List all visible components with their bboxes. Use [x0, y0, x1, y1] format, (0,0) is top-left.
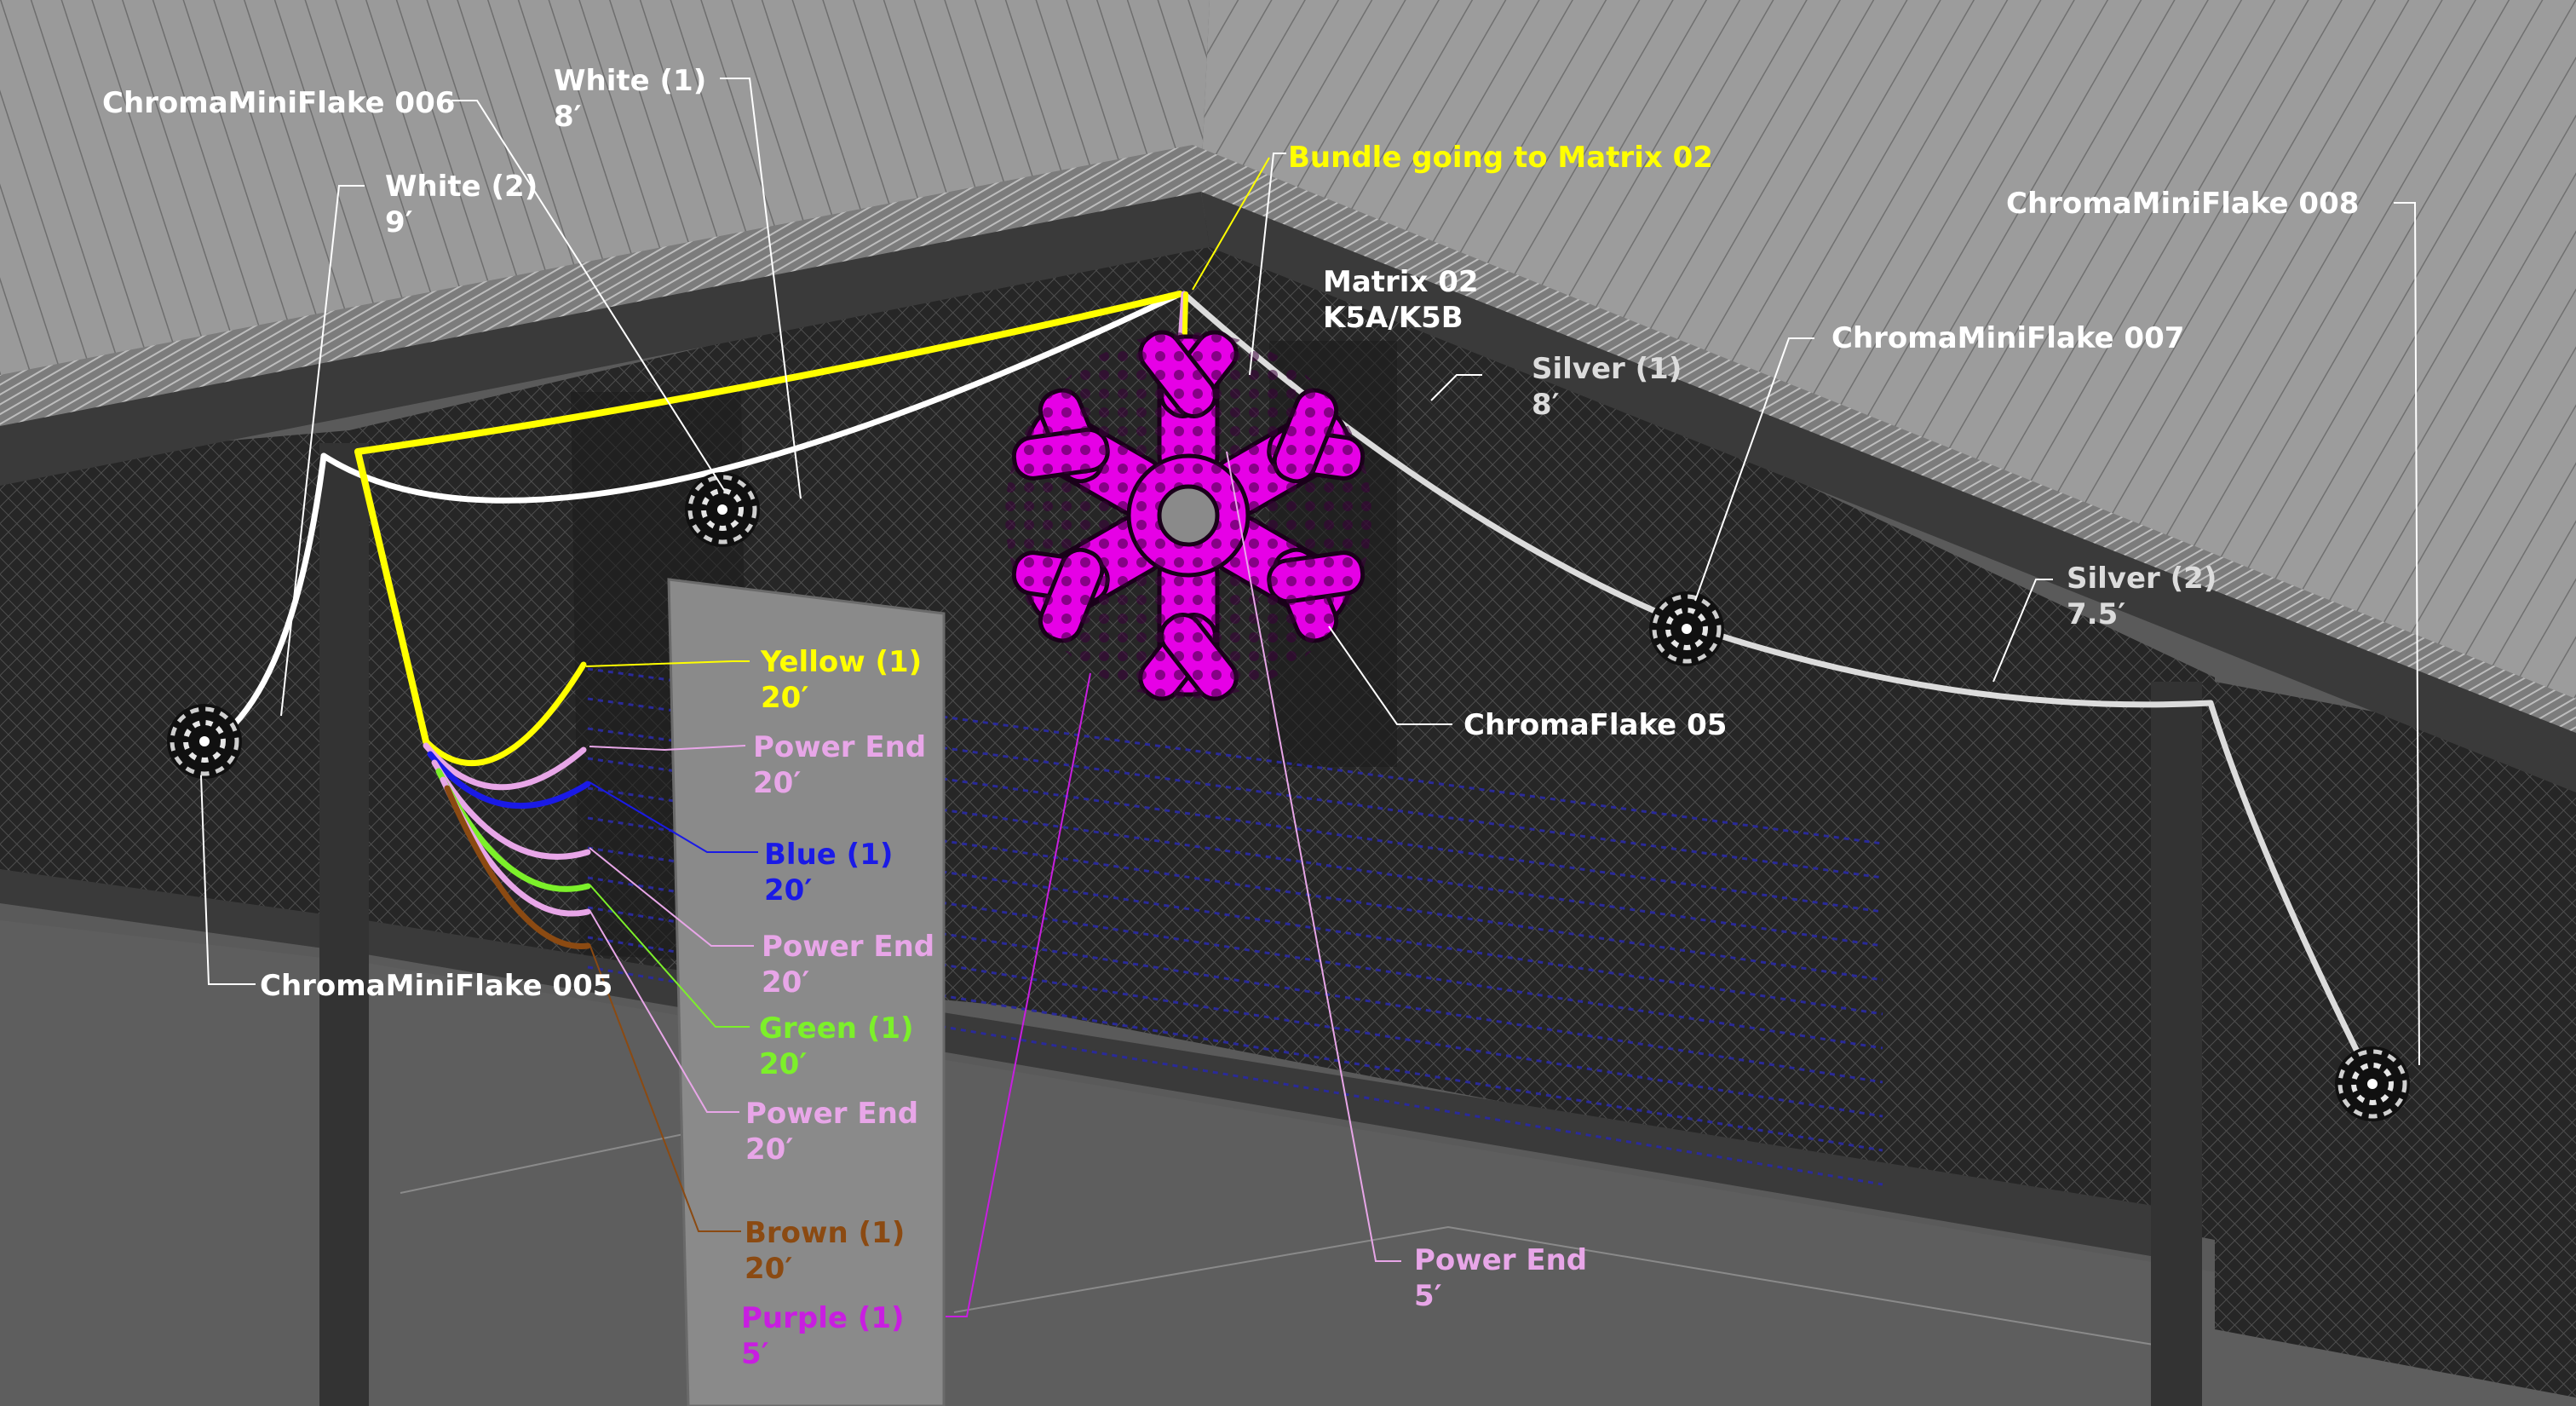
roof: [0, 0, 2576, 741]
label-power-end-2-name: Power End: [762, 930, 934, 964]
blue-cable: [427, 751, 591, 810]
white-cable-1: [320, 291, 1183, 504]
pink-cable-2: [431, 759, 591, 860]
label-brown-1-name: Brown (1): [745, 1216, 905, 1250]
label-matrix-02-sub: K5A/K5B: [1323, 301, 1463, 335]
label-chromaminiflake-007: ChromaMiniFlake 007: [1831, 321, 2184, 355]
label-blue-1-length: 20′: [764, 873, 812, 908]
floor: [0, 920, 2576, 1406]
label-blue-1-name: Blue (1): [764, 838, 893, 872]
cables: [231, 291, 2372, 1077]
label-bundle-to-matrix-02: Bundle going to Matrix 02: [1288, 141, 1713, 175]
label-matrix-02: Matrix 02: [1323, 265, 1479, 299]
white-cable-2: [231, 452, 327, 728]
label-power-end-2-length: 20′: [762, 965, 809, 1000]
label-yellow-1-name: Yellow (1): [760, 645, 922, 679]
brown-cable: [444, 785, 591, 949]
label-chromaflake-05: ChromaFlake 05: [1463, 708, 1727, 742]
label-white-1-name: White (1): [554, 64, 706, 98]
label-green-1-length: 20′: [759, 1047, 807, 1081]
label-chromaminiflake-006: ChromaMiniFlake 006: [102, 86, 455, 120]
yellow-cable: [423, 661, 587, 766]
silver-cable-2: [1688, 623, 2214, 708]
label-power-end-1-name: Power End: [753, 730, 926, 764]
label-power-end-3-length: 20′: [745, 1132, 793, 1167]
chromaminiflake-005: [167, 704, 242, 779]
label-white-2-name: White (2): [385, 170, 538, 204]
chromaminiflake-008: [2335, 1046, 2410, 1121]
yellow-bundle-top: [354, 291, 1183, 455]
label-power-end-1-length: 20′: [753, 766, 801, 800]
label-silver-1-name: Silver (1): [1532, 352, 1682, 386]
label-silver-1-length: 8′: [1532, 388, 1560, 422]
label-purple-1-name: Purple (1): [741, 1301, 905, 1335]
yellow-bundle-drop: [354, 448, 429, 745]
label-silver-2-name: Silver (2): [2067, 562, 2217, 596]
label-green-1-name: Green (1): [759, 1011, 914, 1046]
label-power-end-3-name: Power End: [745, 1097, 918, 1131]
controller-pillar: [667, 578, 946, 1406]
label-chromaminiflake-005: ChromaMiniFlake 005: [260, 969, 612, 1003]
pink-cable-1: [423, 742, 587, 791]
label-power-end-4-name: Power End: [1414, 1243, 1587, 1277]
chromaminiflake-006: [685, 472, 760, 547]
label-yellow-1-length: 20′: [761, 681, 808, 715]
label-purple-1-length: 5′: [741, 1337, 769, 1371]
label-power-end-4-length: 5′: [1414, 1279, 1442, 1313]
label-brown-1-length: 20′: [745, 1252, 792, 1286]
chromaflake-05: [1005, 330, 1371, 701]
labels: ChromaMiniFlake 006 White (1) 8′ White (…: [102, 64, 2359, 1371]
silver-cable-3: [2207, 700, 2372, 1077]
leader-lines: [200, 78, 2420, 1317]
chromaminiflake-007: [1649, 591, 1724, 666]
label-white-2-length: 9′: [385, 205, 413, 239]
label-chromaminiflake-008: ChromaMiniFlake 008: [2006, 187, 2359, 221]
label-silver-2-length: 7.5′: [2067, 597, 2125, 631]
label-white-1-length: 8′: [554, 100, 582, 134]
